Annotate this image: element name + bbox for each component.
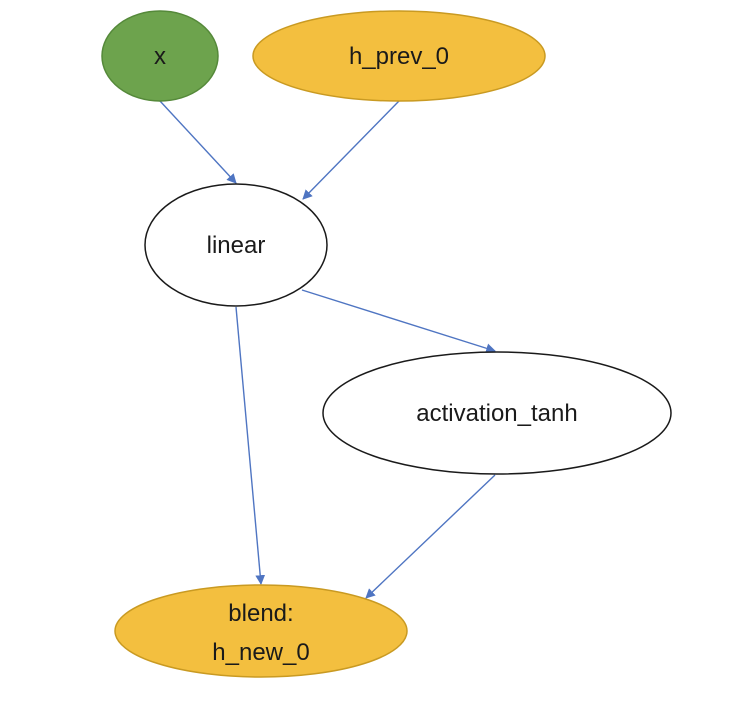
node-blend-label-line1: blend: <box>228 600 293 627</box>
edge-linear-to-blend <box>235 306 266 585</box>
edge-x-to-linear <box>159 100 237 184</box>
node-linear[interactable]: linear <box>144 183 328 307</box>
node-blend-label-line2: h_new_0 <box>212 639 309 666</box>
node-blend[interactable]: blend: h_new_0 <box>114 584 408 678</box>
node-linear-label: linear <box>207 232 266 259</box>
node-x-shape <box>101 10 219 102</box>
node-h-prev-label: h_prev_0 <box>349 43 449 70</box>
edge-linear-to-activation <box>301 289 496 354</box>
node-blend-shape <box>114 584 408 678</box>
node-activation-shape <box>322 351 672 475</box>
node-h-prev-shape <box>252 10 546 102</box>
edge-activation-to-blend <box>365 474 496 599</box>
node-linear-shape <box>144 183 328 307</box>
node-x[interactable]: x <box>101 10 219 102</box>
node-activation[interactable]: activation_tanh <box>322 351 672 475</box>
node-h-prev[interactable]: h_prev_0 <box>252 10 546 102</box>
node-x-label: x <box>154 43 166 70</box>
node-activation-label: activation_tanh <box>416 400 577 427</box>
edge-h-prev-to-linear <box>302 100 400 200</box>
